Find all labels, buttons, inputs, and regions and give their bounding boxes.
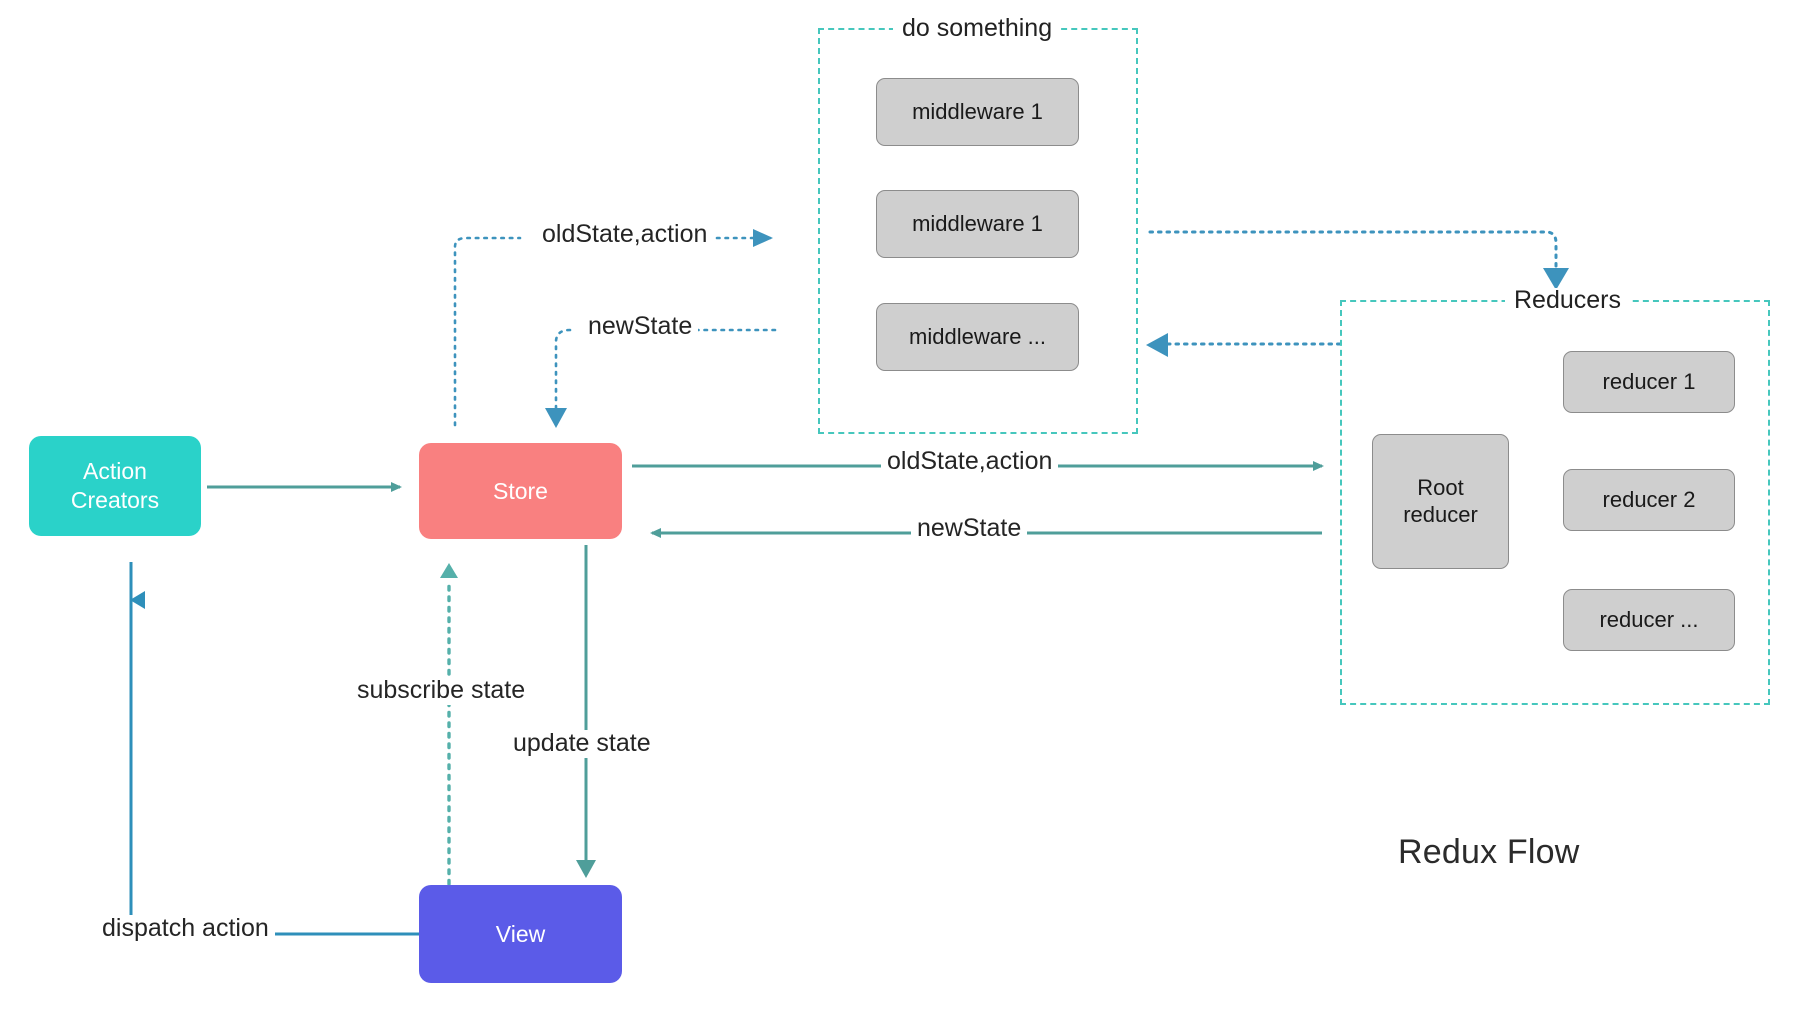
node-action-creators[interactable]: Action Creators <box>29 436 201 536</box>
edge-middleware-to-reducers <box>1148 230 1558 272</box>
middleware-box-3[interactable]: middleware ... <box>876 303 1079 371</box>
edge-label-oldstate-action-middleware: oldState,action <box>536 220 714 249</box>
edge-subscribe-state-head <box>440 563 458 578</box>
edge-label-newstate-middleware: newState <box>582 312 699 341</box>
root-reducer-label-line2: reducer <box>1403 501 1478 527</box>
edge-middleware-to-store-down <box>554 328 572 412</box>
edge-label-update-state: update state <box>507 729 657 758</box>
reducer-box-3[interactable]: reducer ... <box>1563 589 1735 651</box>
edge-label-oldstate-action-reducers: oldState,action <box>881 447 1059 476</box>
reducers-group-label: Reducers <box>1505 288 1630 313</box>
edge-update-state-head <box>576 860 596 878</box>
node-store[interactable]: Store <box>419 443 622 539</box>
action-creators-label-line2: Creators <box>70 487 160 513</box>
edge-dispatch-action <box>129 570 419 936</box>
edge-store-to-middleware <box>453 236 522 427</box>
middleware-box-1[interactable]: middleware 1 <box>876 78 1079 146</box>
edge-label-subscribe-state: subscribe state <box>351 676 532 705</box>
edge-label-newstate-reducers: newState <box>911 514 1028 543</box>
middleware-box-2[interactable]: middleware 1 <box>876 190 1079 258</box>
node-view[interactable]: View <box>419 885 622 983</box>
middleware-group-label: do something <box>893 16 1062 41</box>
edge-label-dispatch-action: dispatch action <box>96 914 275 943</box>
reducer-box-1[interactable]: reducer 1 <box>1563 351 1735 413</box>
action-creators-label-line1: Action <box>83 458 147 485</box>
reducer-box-2[interactable]: reducer 2 <box>1563 469 1735 531</box>
root-reducer-label-line1: Root <box>1417 474 1464 500</box>
diagram-title: Redux Flow <box>1398 833 1580 871</box>
root-reducer-box[interactable]: Root reducer <box>1372 434 1509 569</box>
edge-middleware-to-store-head <box>545 408 567 428</box>
edge-reducers-to-middleware-head <box>1146 333 1168 357</box>
